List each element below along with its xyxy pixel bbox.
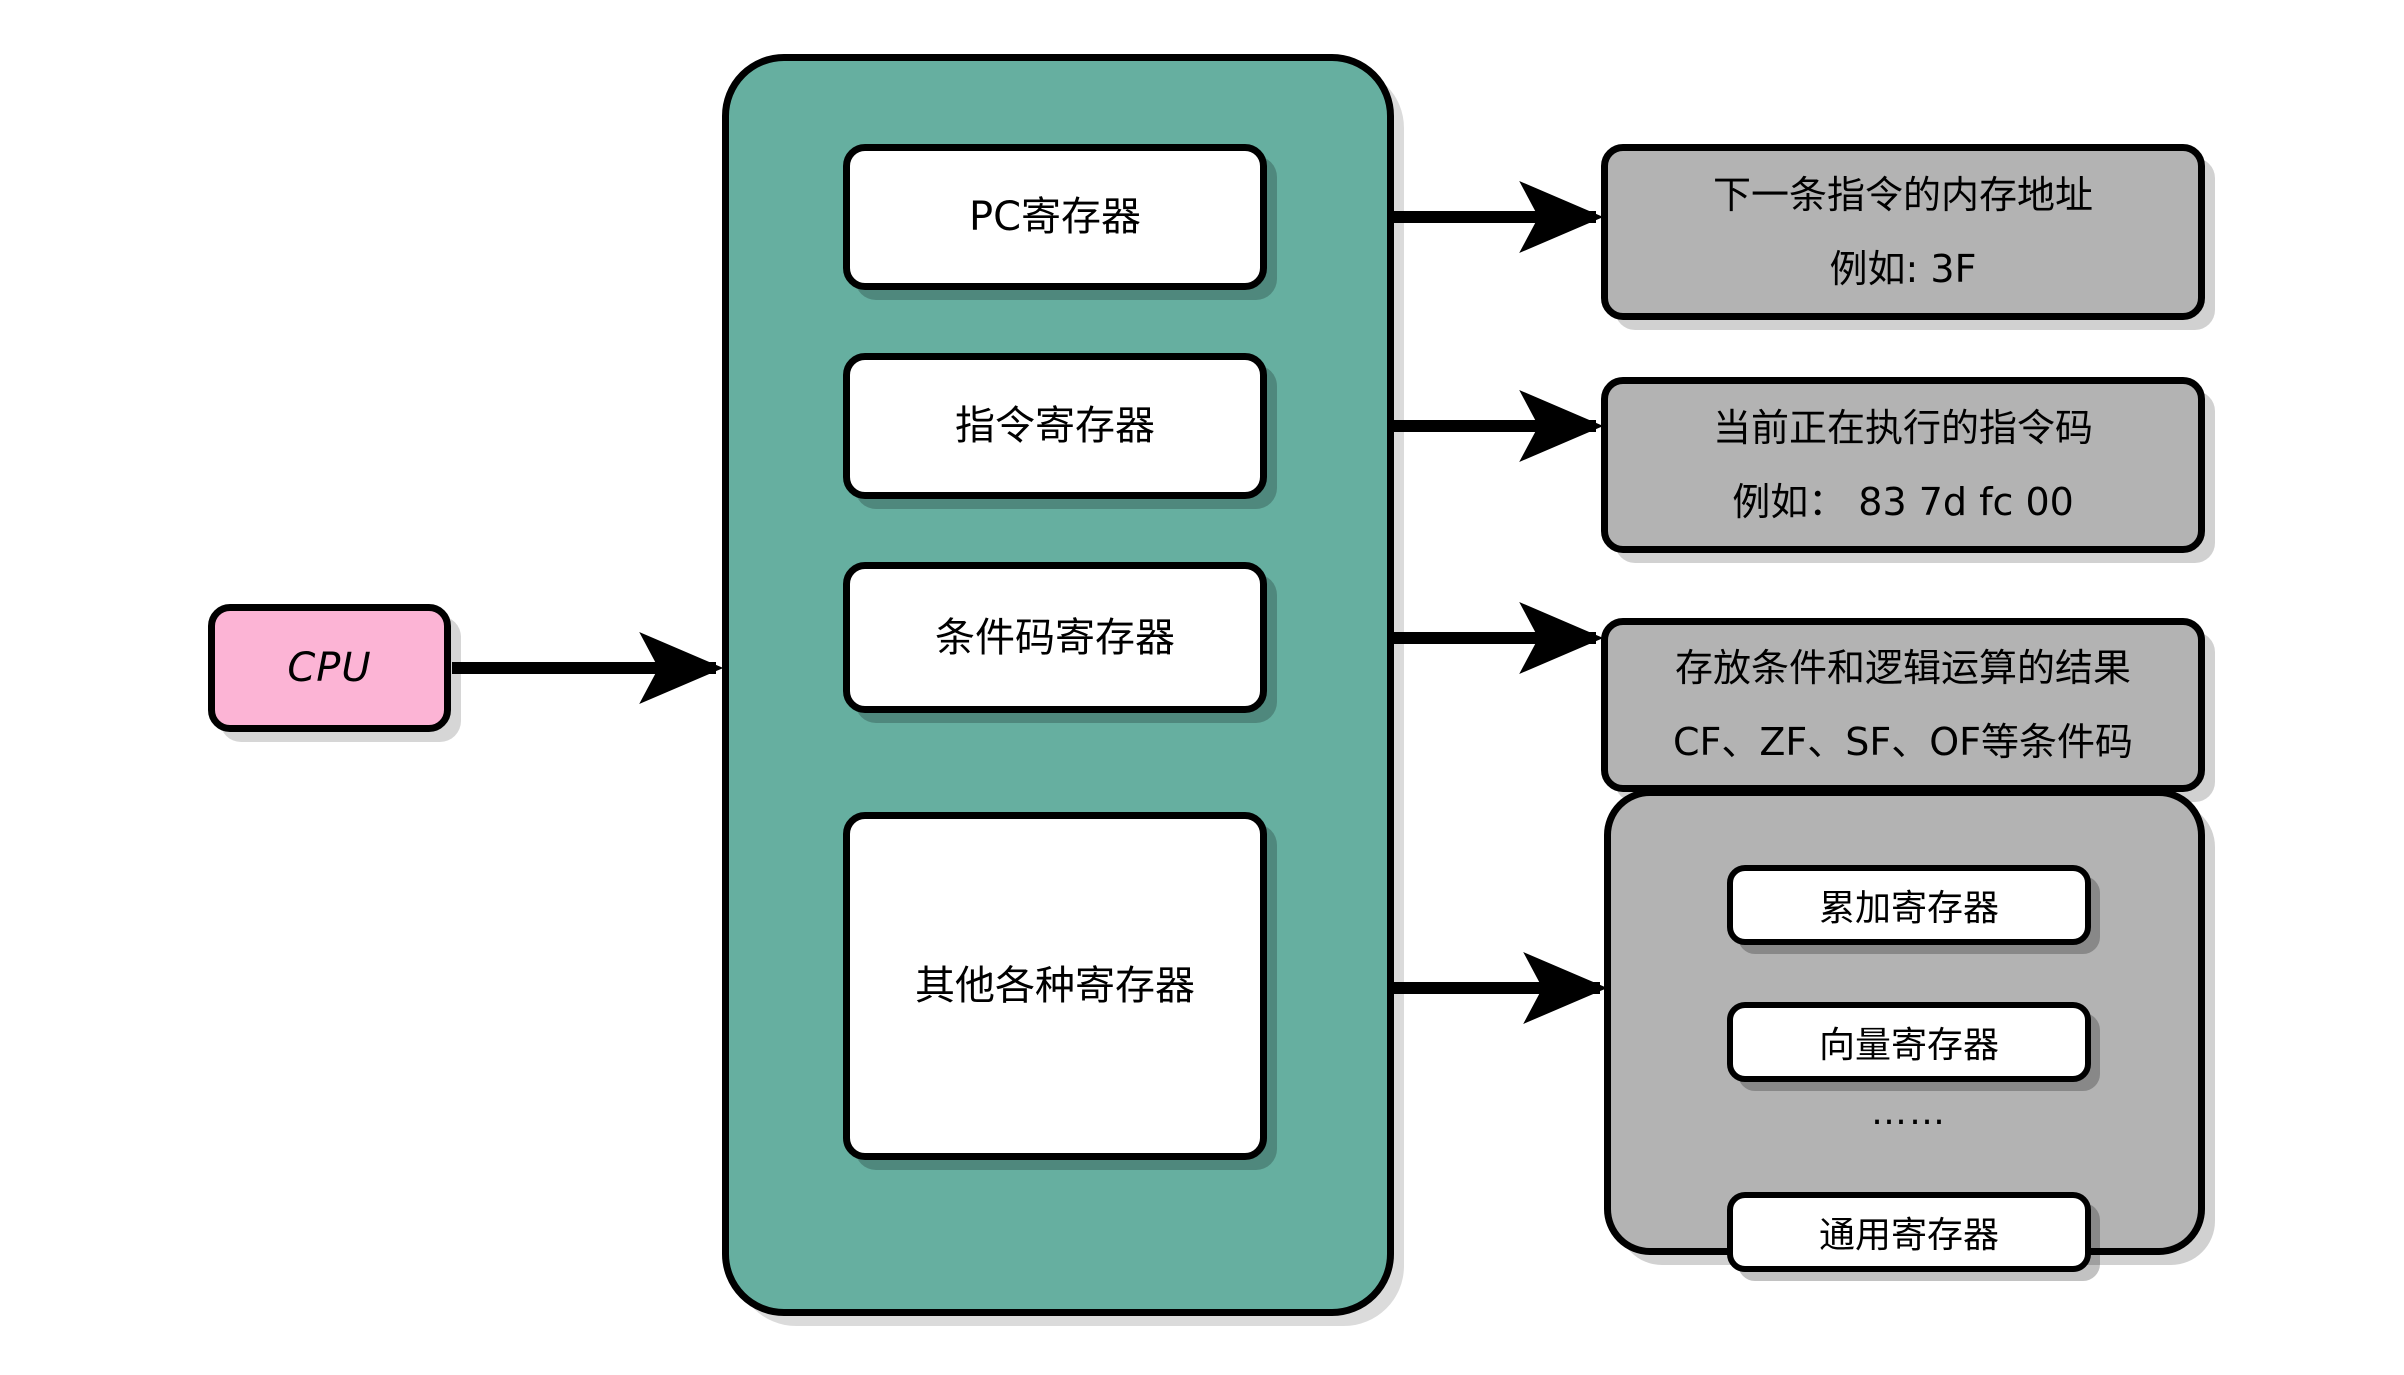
description-pc-line2: 例如: 3F — [1829, 247, 1977, 291]
register-box-instruction[interactable]: 指令寄存器 — [843, 353, 1267, 499]
cpu-node[interactable]: CPU — [208, 604, 451, 732]
cpu-label: CPU — [287, 645, 372, 691]
description-box-pc[interactable]: 下一条指令的内存地址 例如: 3F — [1601, 144, 2205, 320]
sub-register-label-accumulator: 累加寄存器 — [1818, 888, 1999, 929]
description-box-flags[interactable]: 存放条件和逻辑运算的结果 CF、ZF、SF、OF等条件码 — [1601, 618, 2205, 792]
register-box-other[interactable]: 其他各种寄存器 — [843, 812, 1267, 1160]
register-label-pc: PC寄存器 — [968, 194, 1142, 240]
description-box-instruction[interactable]: 当前正在执行的指令码 例如： 83 7d fc 00 — [1601, 377, 2205, 553]
description-instruction-line2: 例如： 83 7d fc 00 — [1732, 480, 2074, 524]
register-label-other: 其他各种寄存器 — [915, 963, 1195, 1009]
sub-register-accumulator[interactable]: 累加寄存器 — [1727, 865, 2091, 945]
register-label-flags: 条件码寄存器 — [935, 614, 1175, 661]
sub-register-vector[interactable]: 向量寄存器 — [1727, 1002, 2091, 1082]
sub-register-general-purpose[interactable]: 通用寄存器 — [1727, 1192, 2091, 1272]
description-flags-line2: CF、ZF、SF、OF等条件码 — [1672, 720, 2134, 764]
register-box-flags[interactable]: 条件码寄存器 — [843, 562, 1267, 713]
sub-register-label-vector: 向量寄存器 — [1818, 1025, 1999, 1066]
ellipsis-label: …… — [1871, 1092, 1947, 1133]
description-instruction-line1: 当前正在执行的指令码 — [1712, 406, 2093, 450]
description-pc-line1: 下一条指令的内存地址 — [1712, 173, 2093, 217]
sub-register-label-general-purpose: 通用寄存器 — [1818, 1215, 1999, 1256]
register-label-instruction: 指令寄存器 — [955, 403, 1155, 449]
register-box-pc[interactable]: PC寄存器 — [843, 144, 1267, 290]
description-flags-line1: 存放条件和逻辑运算的结果 — [1674, 646, 2131, 690]
